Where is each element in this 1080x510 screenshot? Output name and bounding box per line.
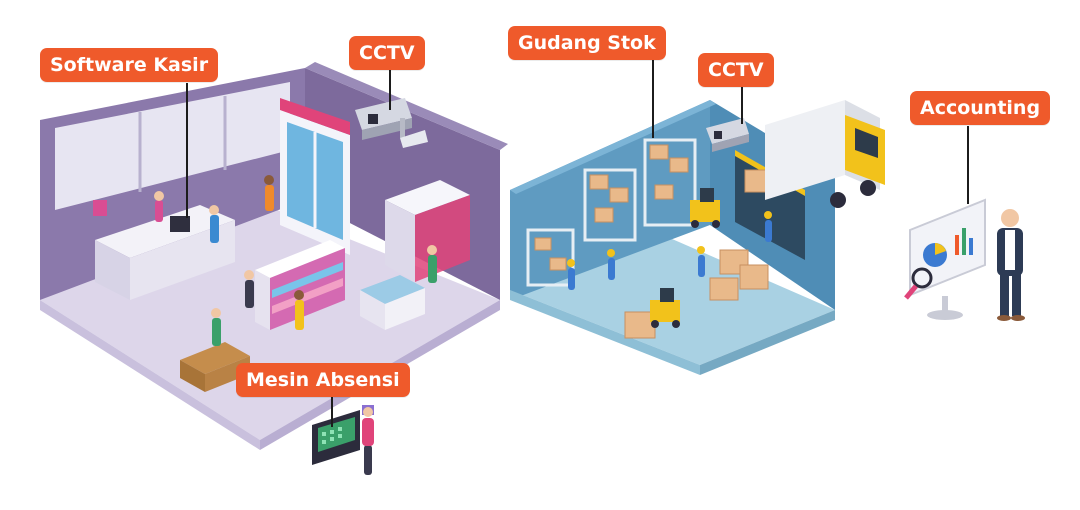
store-room <box>40 62 508 450</box>
store-window <box>55 82 290 210</box>
cctv-camera-icon <box>706 118 749 152</box>
store-baskets <box>180 342 250 374</box>
label-software-kasir: Software Kasir <box>40 48 219 82</box>
label-accounting: Accounting <box>910 91 1051 125</box>
connector-cctv-warehouse <box>741 86 743 124</box>
analytics-board-icon <box>909 198 986 297</box>
magnifier-icon <box>911 267 933 289</box>
label-cctv-warehouse: CCTV <box>698 53 774 87</box>
store-floor-edge <box>40 300 260 450</box>
warehouse-room <box>510 100 835 375</box>
connector-gudang-stok <box>652 60 654 138</box>
warehouse-workers <box>567 211 772 290</box>
checkout-counter <box>95 205 235 258</box>
cctv-camera-icon <box>355 98 428 148</box>
store-shelf <box>255 240 345 278</box>
forklift-icon <box>650 188 720 328</box>
warehouse-floor-edge <box>510 290 700 375</box>
label-mesin-absensi: Mesin Absensi <box>236 363 410 397</box>
connector-software-kasir <box>186 83 188 218</box>
connector-mesin-absensi <box>331 397 333 427</box>
connector-cctv-store <box>389 70 391 110</box>
truck-icon <box>765 100 885 208</box>
attendance-machine-icon <box>312 405 374 475</box>
connector-accounting <box>967 126 969 204</box>
warehouse-shelves <box>526 138 697 287</box>
store-table <box>360 275 425 304</box>
label-gudang-stok: Gudang Stok <box>508 26 666 60</box>
label-cctv-store: CCTV <box>349 36 425 70</box>
accounting-figure <box>904 198 1025 321</box>
store-display-case <box>385 180 470 215</box>
